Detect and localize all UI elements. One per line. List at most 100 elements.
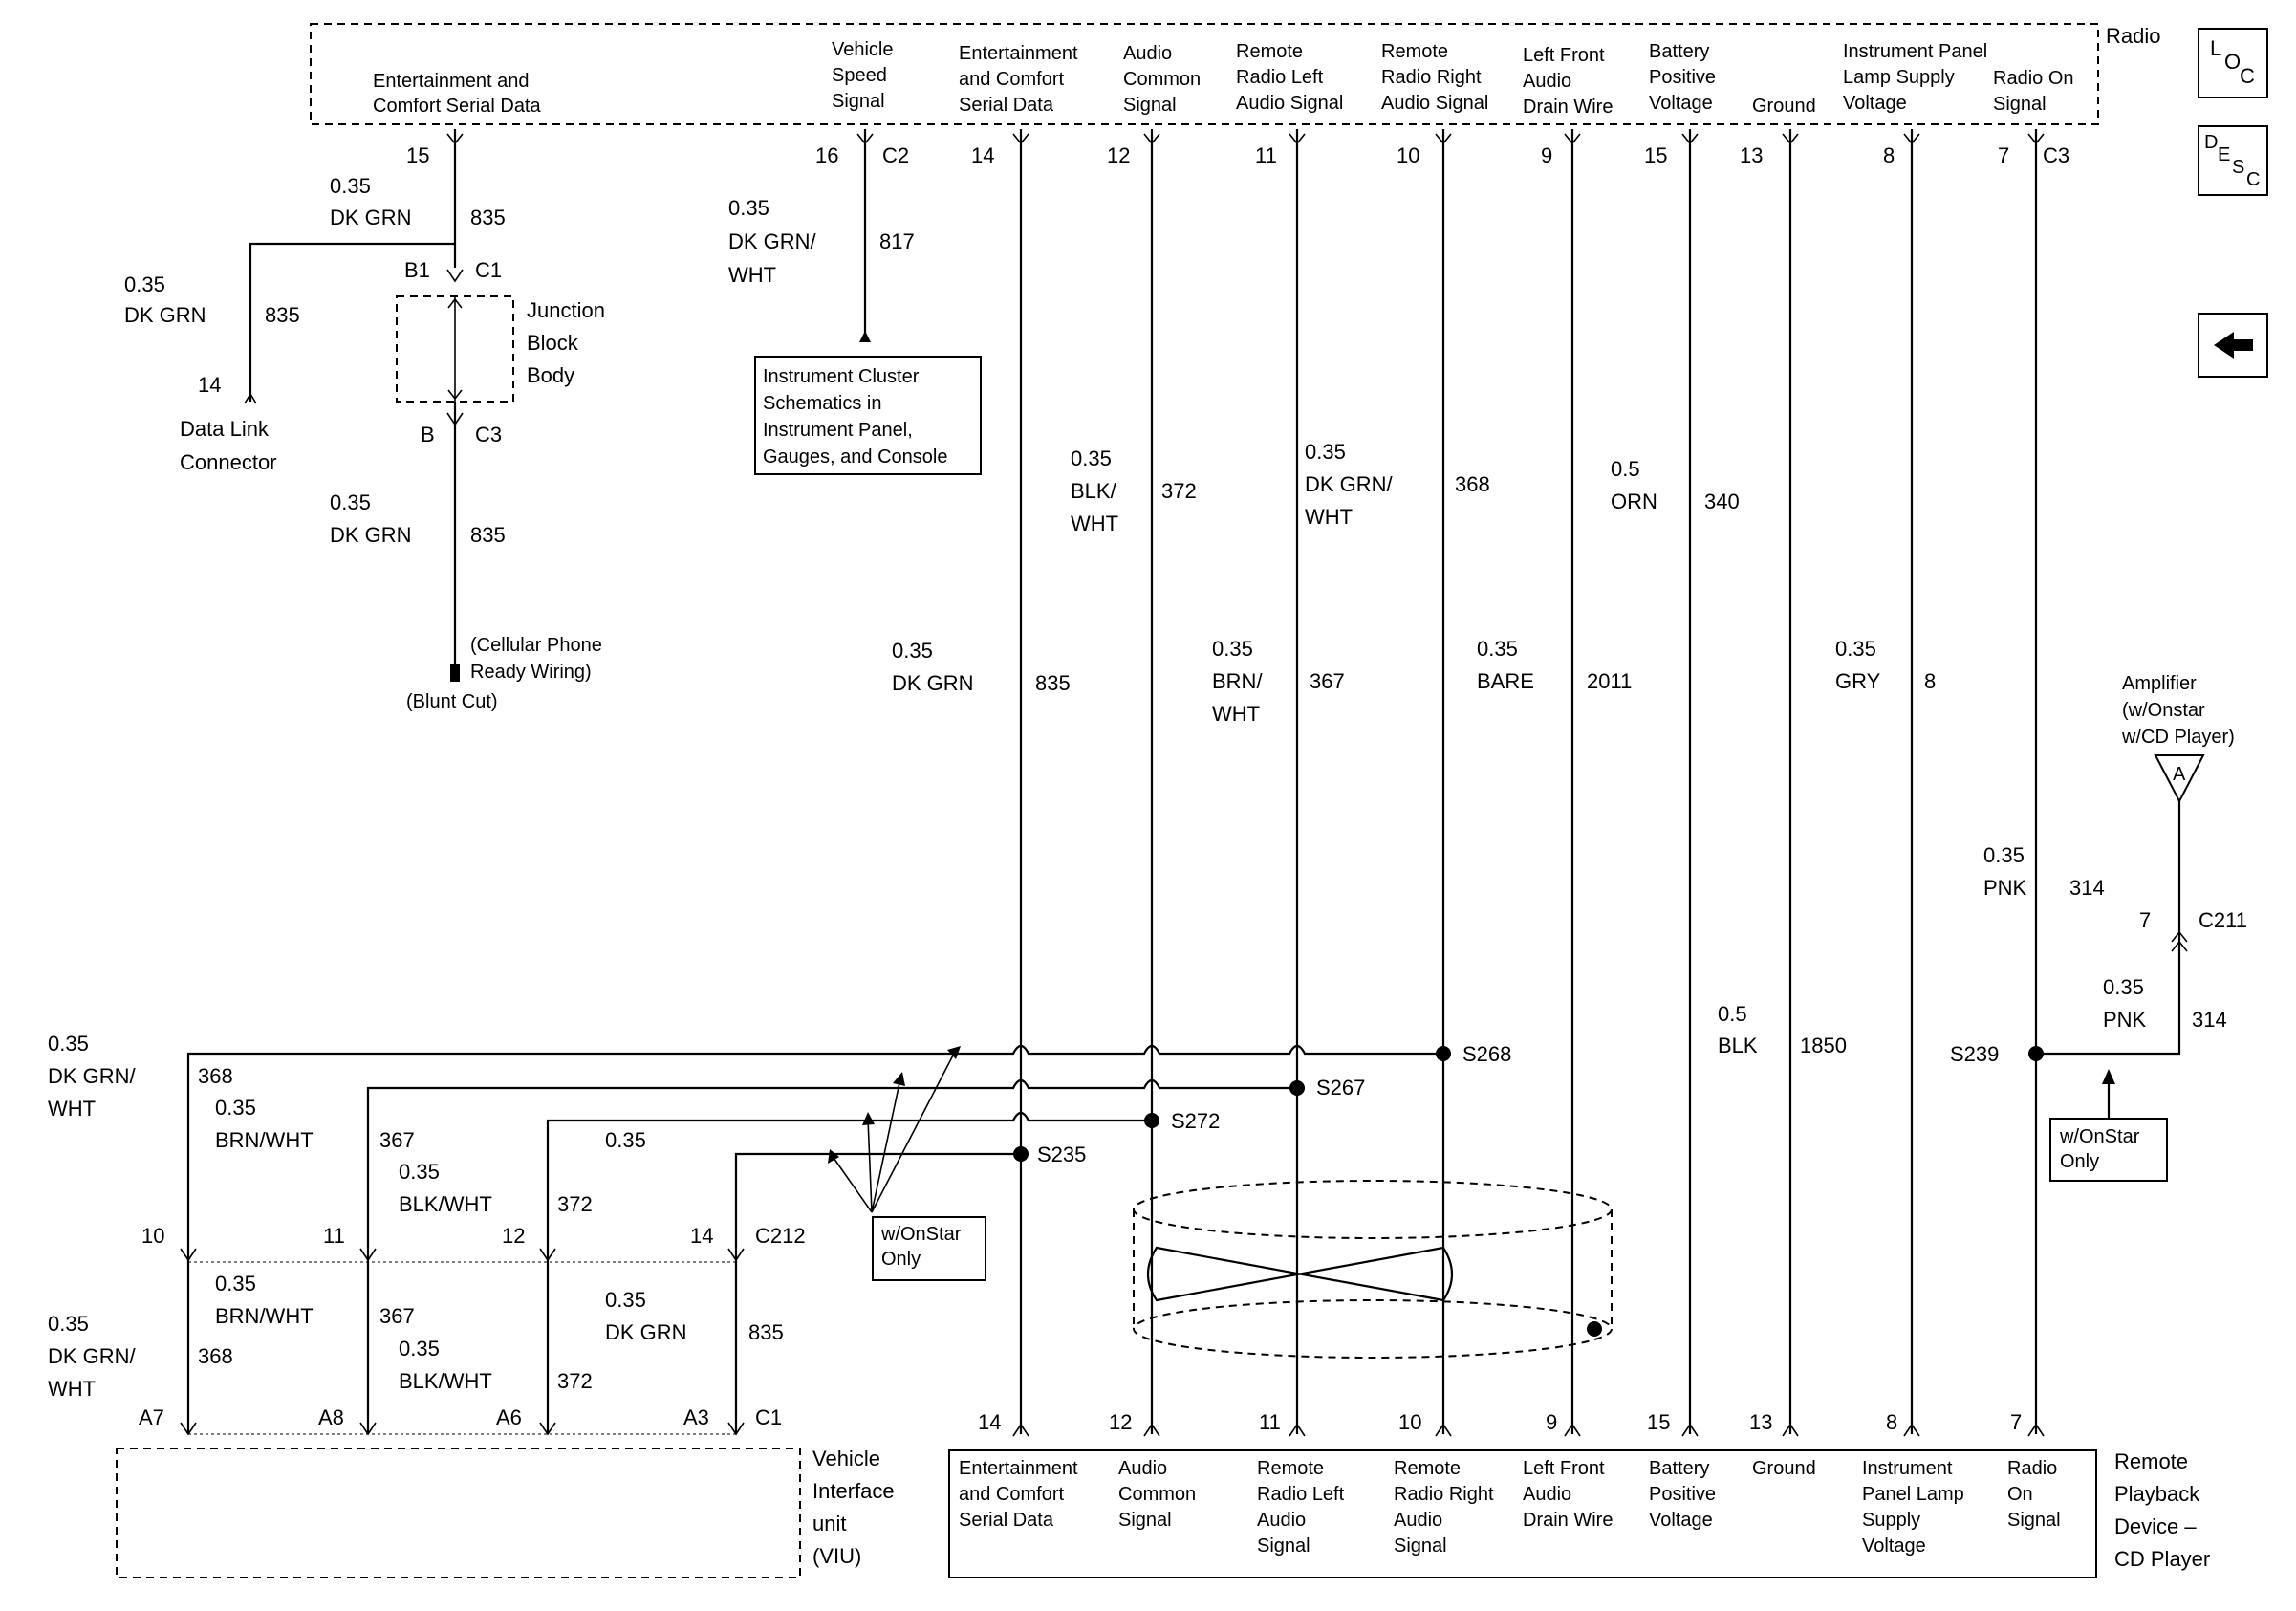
wire-circuit: 367	[379, 1304, 415, 1328]
wire-color: BLK/WHT	[399, 1192, 492, 1216]
pin-number: B1	[404, 258, 430, 282]
desc-icon-c: C	[2246, 169, 2260, 190]
wire-color: BARE	[1477, 669, 1534, 693]
main-wires	[1012, 129, 2045, 1437]
wire-circuit: 314	[2069, 876, 2105, 900]
splice-s268[interactable]	[1436, 1046, 1451, 1061]
connector-id: C212	[755, 1224, 806, 1248]
wire-color: BLK	[1718, 1034, 1758, 1057]
wire-gauge: 0.35	[124, 272, 165, 296]
radio-label: Radio	[2106, 24, 2160, 48]
pin-number: A7	[139, 1405, 164, 1429]
wire-circuit: 368	[198, 1064, 233, 1088]
wire-gauge: 0.35	[399, 1337, 440, 1361]
wire-gauge: 0.35	[1071, 446, 1112, 470]
wire-gauge: 0.35	[1212, 637, 1253, 661]
pin-number: 12	[1109, 1410, 1132, 1434]
wire-circuit: 367	[379, 1128, 415, 1152]
pin-number: 11	[323, 1224, 345, 1248]
loc-icon-o: O	[2224, 50, 2241, 74]
pin-number: 12	[1107, 143, 1130, 167]
splice-label: S272	[1171, 1109, 1220, 1133]
pin-number: 9	[1541, 143, 1552, 167]
back-button[interactable]	[2198, 313, 2268, 378]
wire-gauge: 0.35	[1835, 637, 1876, 661]
wire-circuit: 1850	[1800, 1034, 1847, 1057]
wire-circuit: 2011	[1587, 669, 1632, 693]
wire-gauge: 0.35	[2103, 975, 2144, 999]
splice-s272[interactable]	[1144, 1113, 1159, 1128]
cd-pin-label: Ground	[1752, 1458, 1816, 1479]
wire-color: BRN/WHT	[215, 1304, 314, 1328]
amplifier-connector-letter: A	[2173, 764, 2186, 785]
splice-label: S235	[1037, 1143, 1086, 1166]
pin-number: 16	[815, 143, 838, 167]
amplifier-connector-icon[interactable]	[2154, 754, 2205, 804]
connector-id: C1	[475, 258, 502, 282]
wire-circuit: 835	[748, 1320, 784, 1344]
pin-number: 15	[1647, 1410, 1670, 1434]
splice-s239[interactable]	[2028, 1046, 2044, 1061]
splice-label: S239	[1950, 1042, 1999, 1066]
main-wire-labels: 0.35 DK GRN 835 0.35 BLK/WHT 372 0.35 BR…	[892, 440, 1936, 1057]
splice-label: S268	[1462, 1042, 1511, 1066]
splice-s235[interactable]	[1013, 1146, 1029, 1162]
radio-pin-label: Ground	[1752, 96, 1816, 117]
splice-s267[interactable]	[1289, 1080, 1305, 1096]
wire-color: BLK/WHT	[1071, 479, 1118, 535]
wire-color: GRY	[1835, 669, 1881, 693]
wire-gauge: 0.5	[1611, 457, 1640, 481]
wire-gauge: 0.35	[330, 174, 371, 198]
loc-button[interactable]: L O C	[2198, 28, 2268, 98]
splice-label: S267	[1316, 1076, 1365, 1099]
radio-component[interactable]: Radio	[310, 23, 2160, 125]
pin-number: 15	[1644, 143, 1667, 167]
blunt-cut-label: (Blunt Cut)	[406, 691, 498, 712]
wire-circuit: 817	[879, 229, 915, 253]
wire-circuit: 835	[1035, 671, 1071, 695]
splice-wires: S268 S267 S272 S235	[186, 1042, 1511, 1435]
wire-color: ORN	[1611, 490, 1657, 513]
wire-gauge: 0.35	[1983, 843, 2025, 867]
pin-number: 8	[1886, 1410, 1897, 1434]
pin-number: 9	[1546, 1410, 1557, 1434]
wire-color: DK GRN/WHT	[1305, 472, 1394, 529]
pin-number: 13	[1749, 1410, 1772, 1434]
loc-icon-l: L	[2210, 36, 2221, 60]
wire-circuit: 368	[1455, 472, 1490, 496]
wire-circuit: 368	[198, 1344, 233, 1368]
wire-color: DK GRN/WHT	[48, 1344, 137, 1401]
twisted-pair-shield	[1133, 1180, 1613, 1359]
pin-number: 14	[198, 373, 221, 397]
wire-circuit: 372	[557, 1369, 593, 1393]
wire-circuit: 340	[1704, 490, 1740, 513]
wire-circuit: 367	[1310, 669, 1345, 693]
desc-button[interactable]: D E S C	[2198, 125, 2268, 196]
pin-number: 7	[1998, 143, 2009, 167]
